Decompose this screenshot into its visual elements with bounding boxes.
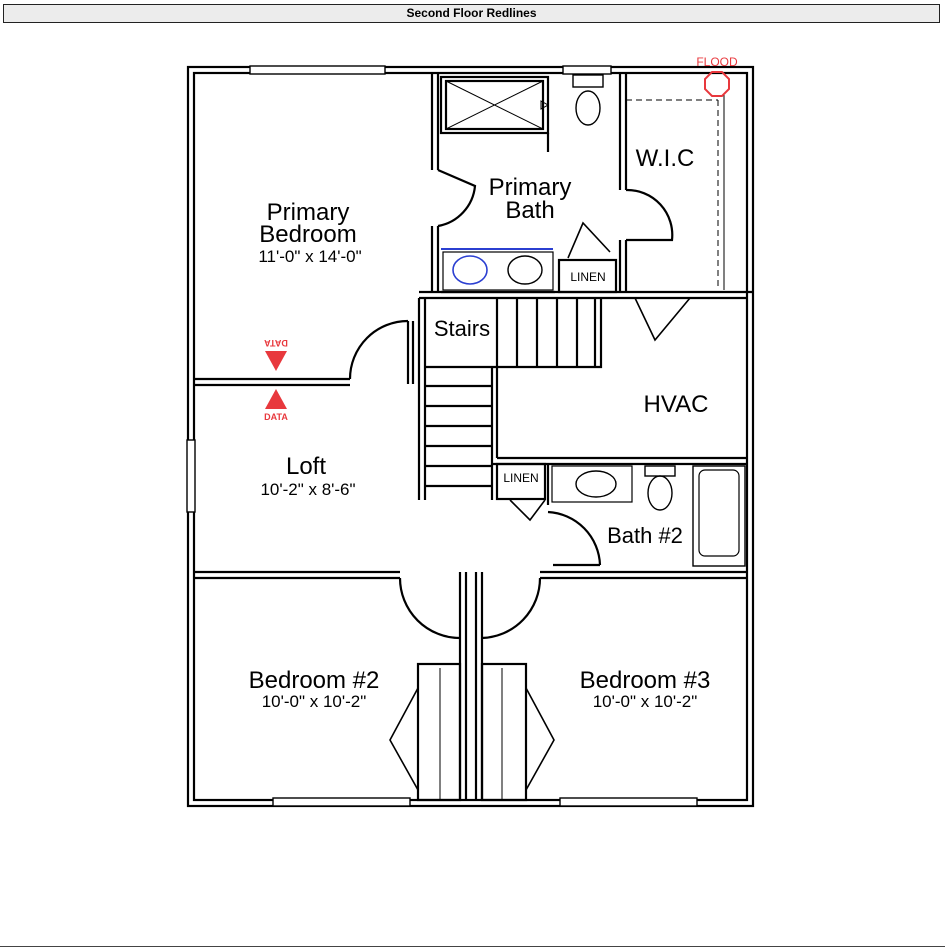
bedroom3-dims: 10'-0" x 10'-2" xyxy=(593,692,698,711)
linen-upper-label: LINEN xyxy=(570,270,605,284)
exterior-wall-outer xyxy=(186,65,755,808)
page-title: Second Floor Redlines xyxy=(3,4,940,23)
door-swing xyxy=(481,577,542,640)
loft-dims: 10'-2" x 8'-6" xyxy=(260,480,355,499)
door-swing xyxy=(348,319,409,380)
hvac-label: HVAC xyxy=(644,391,709,418)
stairs-label: Stairs xyxy=(434,316,490,341)
bath2-name: Bath #2 xyxy=(607,523,683,548)
loft-name: Loft xyxy=(286,453,326,480)
primary-bath-name-1: Primary xyxy=(489,174,572,201)
primary-bath-name-2: Bath xyxy=(505,197,554,224)
primary-bedroom-name-2: Bedroom xyxy=(259,221,356,248)
bedroom3-name: Bedroom #3 xyxy=(580,667,711,694)
exterior-wall-inner xyxy=(192,71,749,802)
door-swing xyxy=(437,168,477,228)
data-marker-down-icon xyxy=(265,351,287,371)
primary-bedroom-dims: 11'-0" x 14'-0" xyxy=(258,247,361,266)
wic-name: W.I.C xyxy=(636,145,695,172)
bottom-divider xyxy=(0,946,945,947)
data-label-up: DATA xyxy=(264,412,288,422)
bedroom2-dims: 10'-0" x 10'-2" xyxy=(262,692,367,711)
data-marker-up-icon xyxy=(265,389,287,409)
flood-marker-icon xyxy=(704,71,730,97)
bedroom2-name: Bedroom #2 xyxy=(249,667,380,694)
linen-lower-label: LINEN xyxy=(503,471,538,485)
door-swing xyxy=(547,510,602,566)
flood-label: FLOOD xyxy=(696,55,738,69)
door-swing xyxy=(398,577,461,640)
data-label-down: DATA xyxy=(264,338,288,348)
primary-bedroom-name-1: Primary xyxy=(267,199,350,226)
